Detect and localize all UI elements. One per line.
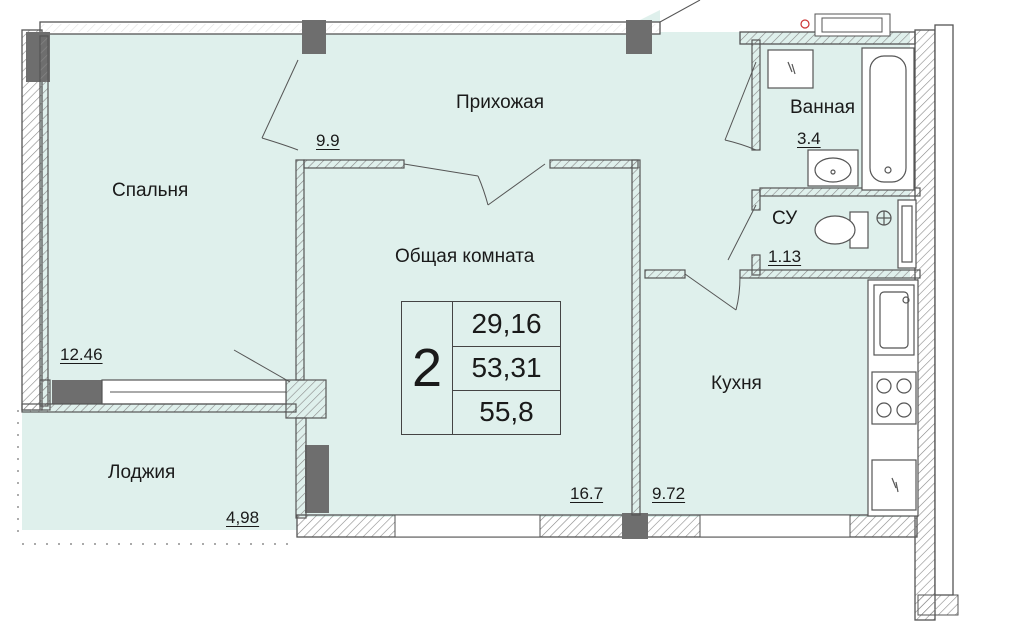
room-label-wc: СУ xyxy=(772,208,798,229)
interior-walls xyxy=(21,35,921,519)
kitchen-sink-icon xyxy=(867,279,919,517)
room-area-loggia: 4,98 xyxy=(226,508,260,527)
room-area-bedroom: 12.46 xyxy=(60,345,103,364)
room-area-bathroom: 3.4 xyxy=(797,129,821,148)
electric-panel-icon xyxy=(767,49,814,89)
room-area-hallway: 9.9 xyxy=(316,131,340,150)
exterior-walls xyxy=(21,0,959,621)
structural-columns xyxy=(26,20,652,539)
room-area-wc: 1.13 xyxy=(768,247,802,266)
room-area-living: 16.7 xyxy=(570,484,604,503)
total-with-loggia-value: 55,8 xyxy=(479,396,534,427)
room-label-bedroom: Спальня xyxy=(112,180,189,201)
living-area-value: 29,16 xyxy=(453,302,560,347)
room-label-kitchen: Кухня xyxy=(711,373,762,394)
sink-icon xyxy=(807,149,859,187)
rooms-count: 2 xyxy=(402,302,453,434)
room-label-bathroom: Ванная xyxy=(790,97,856,118)
total-area-value: 53,31 xyxy=(453,346,560,391)
room-label-hallway: Прихожая xyxy=(456,92,545,113)
door-swings xyxy=(233,59,757,383)
bathtub-icon xyxy=(861,47,915,191)
room-label-living: Общая комната xyxy=(395,246,535,267)
apartment-summary: 2 29,16 53,31 55,8 xyxy=(401,301,561,435)
toilet-icon xyxy=(814,199,917,269)
radiator-icon xyxy=(871,459,917,511)
room-label-loggia: Лоджия xyxy=(108,462,176,483)
stove-icon xyxy=(871,371,917,425)
room-area-kitchen: 9.72 xyxy=(652,484,686,503)
loggia-boundary xyxy=(17,410,296,545)
